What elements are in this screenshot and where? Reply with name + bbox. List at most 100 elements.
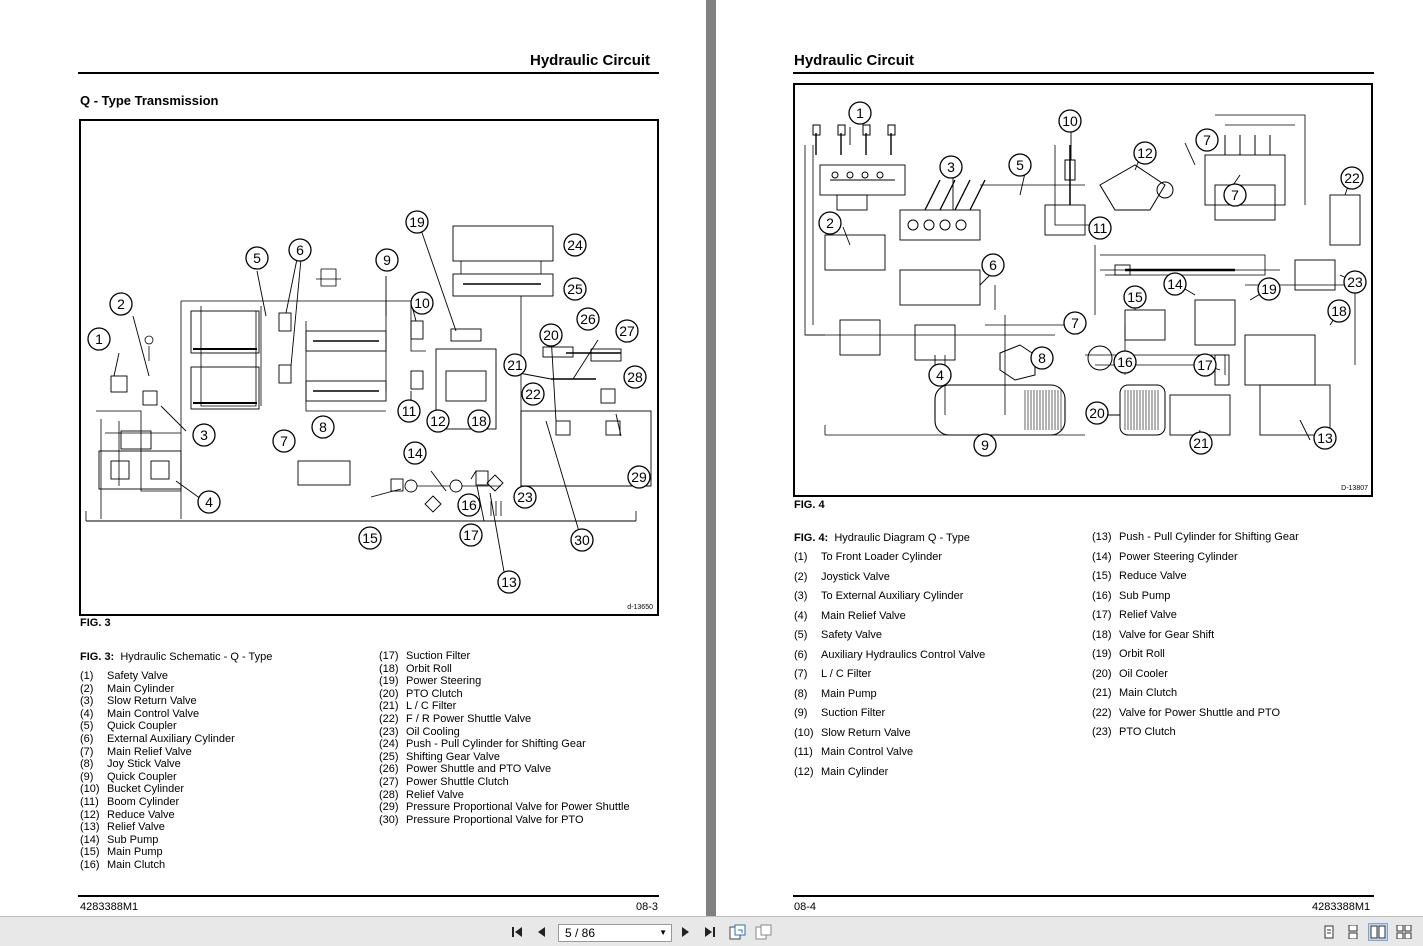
legend-item: (14)Sub Pump (80, 834, 235, 847)
legend-item-number: (13) (1092, 531, 1112, 543)
legend-item-text: L / C Filter (406, 700, 457, 713)
single-page-icon[interactable] (1322, 925, 1336, 939)
pipe-line (320, 268, 337, 287)
legend-item: (4)Main Relief Valve (794, 607, 985, 627)
legend-item-text: Safety Valve (107, 670, 168, 682)
callout-circle (848, 101, 872, 125)
callout-number: 7 (1231, 187, 1239, 203)
callout-number: 11 (402, 403, 417, 419)
callout-number: 15 (362, 530, 378, 546)
callout-number: 3 (200, 427, 208, 443)
legend-item-text: Main Clutch (107, 858, 166, 871)
legend-item: (22)F / R Power Shuttle Valve (379, 713, 630, 726)
callout-number: 11 (1093, 220, 1108, 236)
lever-handle (862, 124, 871, 136)
legend-item: (20)PTO Clutch (379, 688, 630, 701)
legend-item: (6)External Auxiliary Cylinder (80, 733, 235, 746)
legend-item: (15)Main Pump (80, 846, 235, 859)
legend-list-col2: (13)Push - Pull Cylinder for Shifting Ge… (1092, 528, 1299, 743)
callout: 23 (1343, 270, 1367, 294)
pipe-line (370, 488, 402, 498)
next-page-icon[interactable] (678, 925, 692, 939)
callout-circle (1343, 270, 1367, 294)
legend-item-number: (7) (794, 668, 808, 680)
port (907, 219, 919, 231)
continuous-icon[interactable] (1346, 925, 1360, 939)
callout-number: 5 (1016, 157, 1024, 173)
callout: 21 (1189, 431, 1213, 455)
pressure-valve-pto (555, 420, 571, 436)
legend-item-number: (23) (1092, 726, 1112, 738)
callout-number: 5 (253, 250, 261, 266)
figure-caption: FIG. 3: Hydraulic Schematic - Q - Type (80, 651, 272, 663)
callout-number: 17 (1197, 357, 1213, 373)
chevron-down-icon[interactable]: ▼ (659, 928, 667, 937)
control-body-lower (839, 319, 881, 356)
legend-item-text: Main Control Valve (821, 746, 914, 758)
fit-page-icon[interactable] (729, 924, 747, 940)
document-viewer[interactable]: Hydraulic Circuit Q - Type Transmission … (0, 0, 1423, 916)
callout-circle (1327, 299, 1351, 323)
fit-width-icon[interactable] (755, 924, 773, 940)
callout: 15 (1123, 285, 1147, 309)
callout-number: 4 (936, 367, 944, 383)
callout-number: 9 (981, 437, 989, 453)
legend-item-number: (30) (379, 813, 399, 826)
cylinder-10 (410, 320, 424, 340)
legend-item: (5)Quick Coupler (80, 720, 235, 733)
safety-valve-body (824, 234, 886, 271)
callout-number: 23 (1347, 274, 1363, 290)
callout-circle (397, 399, 421, 423)
callout-circle (1008, 153, 1032, 177)
page-number-input[interactable]: 5 / 86 ▼ (558, 924, 672, 942)
legend-item: (3)To External Auxiliary Cylinder (794, 587, 985, 607)
legend-item: (10)Slow Return Valve (794, 724, 985, 744)
two-page-icon[interactable] (1368, 923, 1388, 941)
callout-number: 16 (1117, 354, 1133, 370)
legend-item-text: Relief Valve (107, 821, 165, 834)
legend-item-text: PTO Clutch (406, 687, 463, 700)
legend-item-text: Power Steering Cylinder (1119, 550, 1238, 563)
slow-return-body (1064, 159, 1076, 181)
prev-page-icon[interactable] (535, 925, 549, 939)
legend-item: (12)Main Cylinder (794, 763, 985, 783)
header-rule (793, 72, 1374, 74)
callout-number: 24 (567, 237, 583, 253)
legend-item-text: Suction Filter (821, 707, 886, 719)
pipe-line (1184, 142, 1196, 166)
callout-number: 22 (1344, 170, 1360, 186)
pipe-line (1215, 114, 1306, 205)
caption-text: Hydraulic Diagram Q - Type (834, 532, 970, 544)
legend-item-text: Power Shuttle and PTO Valve (406, 763, 552, 776)
legend-item-text: Shifting Gear Valve (406, 750, 500, 763)
legend-item-number: (24) (379, 738, 399, 751)
legend-item-text: Boom Cylinder (107, 795, 180, 808)
legend-item-number: (9) (794, 707, 808, 719)
legend-item-text: External Auxiliary Cylinder (107, 732, 235, 745)
callout: 30 (570, 528, 594, 552)
main-control-valve (120, 430, 152, 450)
legend-item: (13)Push - Pull Cylinder for Shifting Ge… (1092, 528, 1299, 548)
legend-item-text: Joy Stick Valve (107, 758, 181, 771)
legend-item-text: To Front Loader Cylinder (821, 551, 943, 563)
callout: 19 (405, 210, 429, 234)
caption-text: Hydraulic Schematic - Q - Type (120, 651, 273, 663)
last-page-icon[interactable] (703, 925, 717, 939)
legend-item-number: (26) (379, 763, 399, 776)
steering-end (1114, 264, 1131, 276)
legend-item-number: (11) (794, 746, 813, 758)
two-page-continuous-icon[interactable] (1396, 925, 1412, 939)
callout-number: 8 (319, 419, 327, 435)
callout-circle (981, 253, 1005, 277)
legend-item-text: Slow Return Valve (821, 726, 911, 739)
pto-clutch (542, 346, 574, 358)
callout-number: 26 (580, 311, 596, 327)
callout-number: 10 (414, 295, 430, 311)
first-page-icon[interactable] (510, 925, 524, 939)
callout: 13 (1313, 426, 1337, 450)
callout: 22 (521, 382, 545, 406)
legend-item-text: Main Relief Valve (107, 745, 192, 758)
section-title: Q - Type Transmission (80, 93, 219, 108)
